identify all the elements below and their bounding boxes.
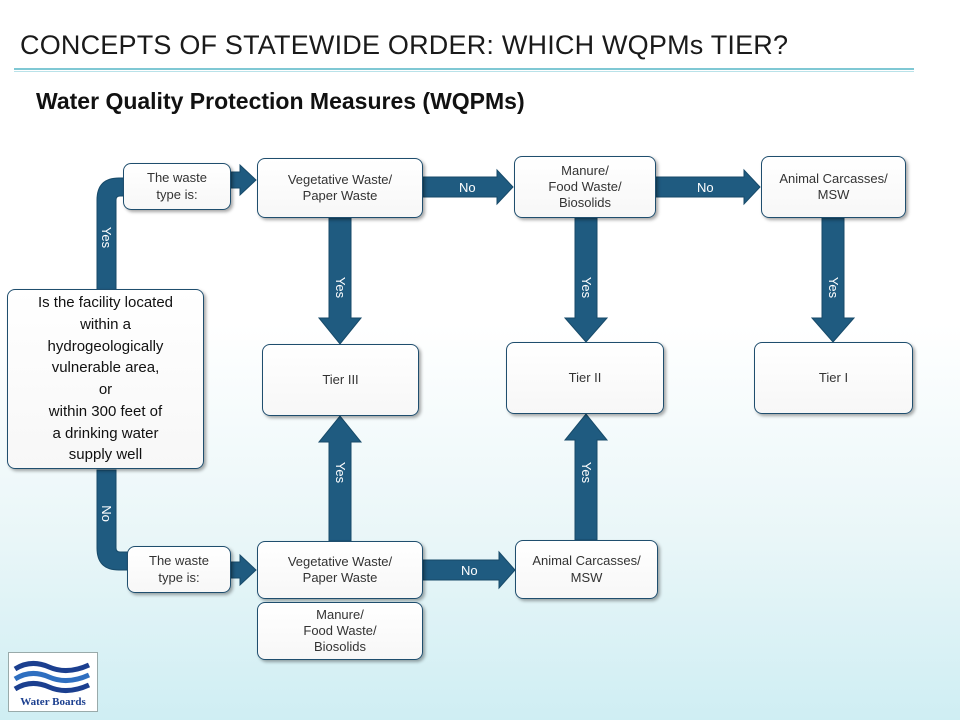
waste-type-bottom-box: The waste type is:	[127, 546, 231, 593]
top-carcasses-box: Animal Carcasses/ MSW	[761, 156, 906, 218]
arrow-yes-bottom-veg-to-tier3	[317, 415, 363, 542]
label-no-bottom: No	[461, 563, 478, 578]
question-box: Is the facility located within a hydroge…	[7, 289, 204, 469]
label-yes-bottom-carcasses-up: Yes	[579, 461, 595, 484]
arrow-waste-top-to-veg	[230, 163, 257, 197]
tier-3-box: Tier III	[262, 344, 419, 416]
arrow-no-veg-to-manure	[422, 168, 514, 206]
label-yes-manure-down: Yes	[579, 276, 595, 299]
logo-text: Water Boards	[20, 696, 86, 708]
top-vegetative-box: Vegetative Waste/ Paper Waste	[257, 158, 423, 218]
waste-type-top-box: The waste type is:	[123, 163, 231, 210]
title-rule-shadow	[14, 71, 914, 72]
label-yes-carcasses-down: Yes	[826, 276, 842, 299]
bottom-carcasses-box: Animal Carcasses/ MSW	[515, 540, 658, 599]
label-yes-veg-down: Yes	[333, 276, 349, 299]
wave-logo-icon	[13, 661, 91, 693]
label-no-top-2: No	[697, 180, 714, 195]
label-no-top-1: No	[459, 180, 476, 195]
arrow-yes-veg-to-tier3	[317, 217, 363, 345]
arrow-yes-bottom-carcasses-to-tier2	[563, 413, 609, 541]
water-boards-logo: Water Boards	[8, 652, 98, 712]
label-yes-bottom-veg-up: Yes	[333, 461, 349, 484]
arrow-waste-bottom-to-veg	[230, 553, 257, 587]
bottom-vegetative-box: Vegetative Waste/ Paper Waste	[257, 541, 423, 599]
tier-1-box: Tier I	[754, 342, 913, 414]
arrow-no-manure-to-carcasses	[655, 168, 761, 206]
page-subtitle: Water Quality Protection Measures (WQPMs…	[36, 88, 525, 114]
arrow-no-bottom-veg-to-carcasses	[422, 550, 516, 590]
bottom-manure-box: Manure/ Food Waste/ Biosolids	[257, 602, 423, 660]
arrow-yes-carcasses-to-tier1	[810, 217, 856, 343]
top-manure-box: Manure/ Food Waste/ Biosolids	[514, 156, 656, 218]
label-yes-left: Yes	[99, 226, 115, 249]
page-title: CONCEPTS OF STATEWIDE ORDER: WHICH WQPMs…	[20, 30, 789, 60]
title-rule	[14, 68, 914, 70]
label-no-left: No	[98, 505, 114, 522]
arrow-yes-manure-to-tier2	[563, 217, 609, 343]
tier-2-box: Tier II	[506, 342, 664, 414]
